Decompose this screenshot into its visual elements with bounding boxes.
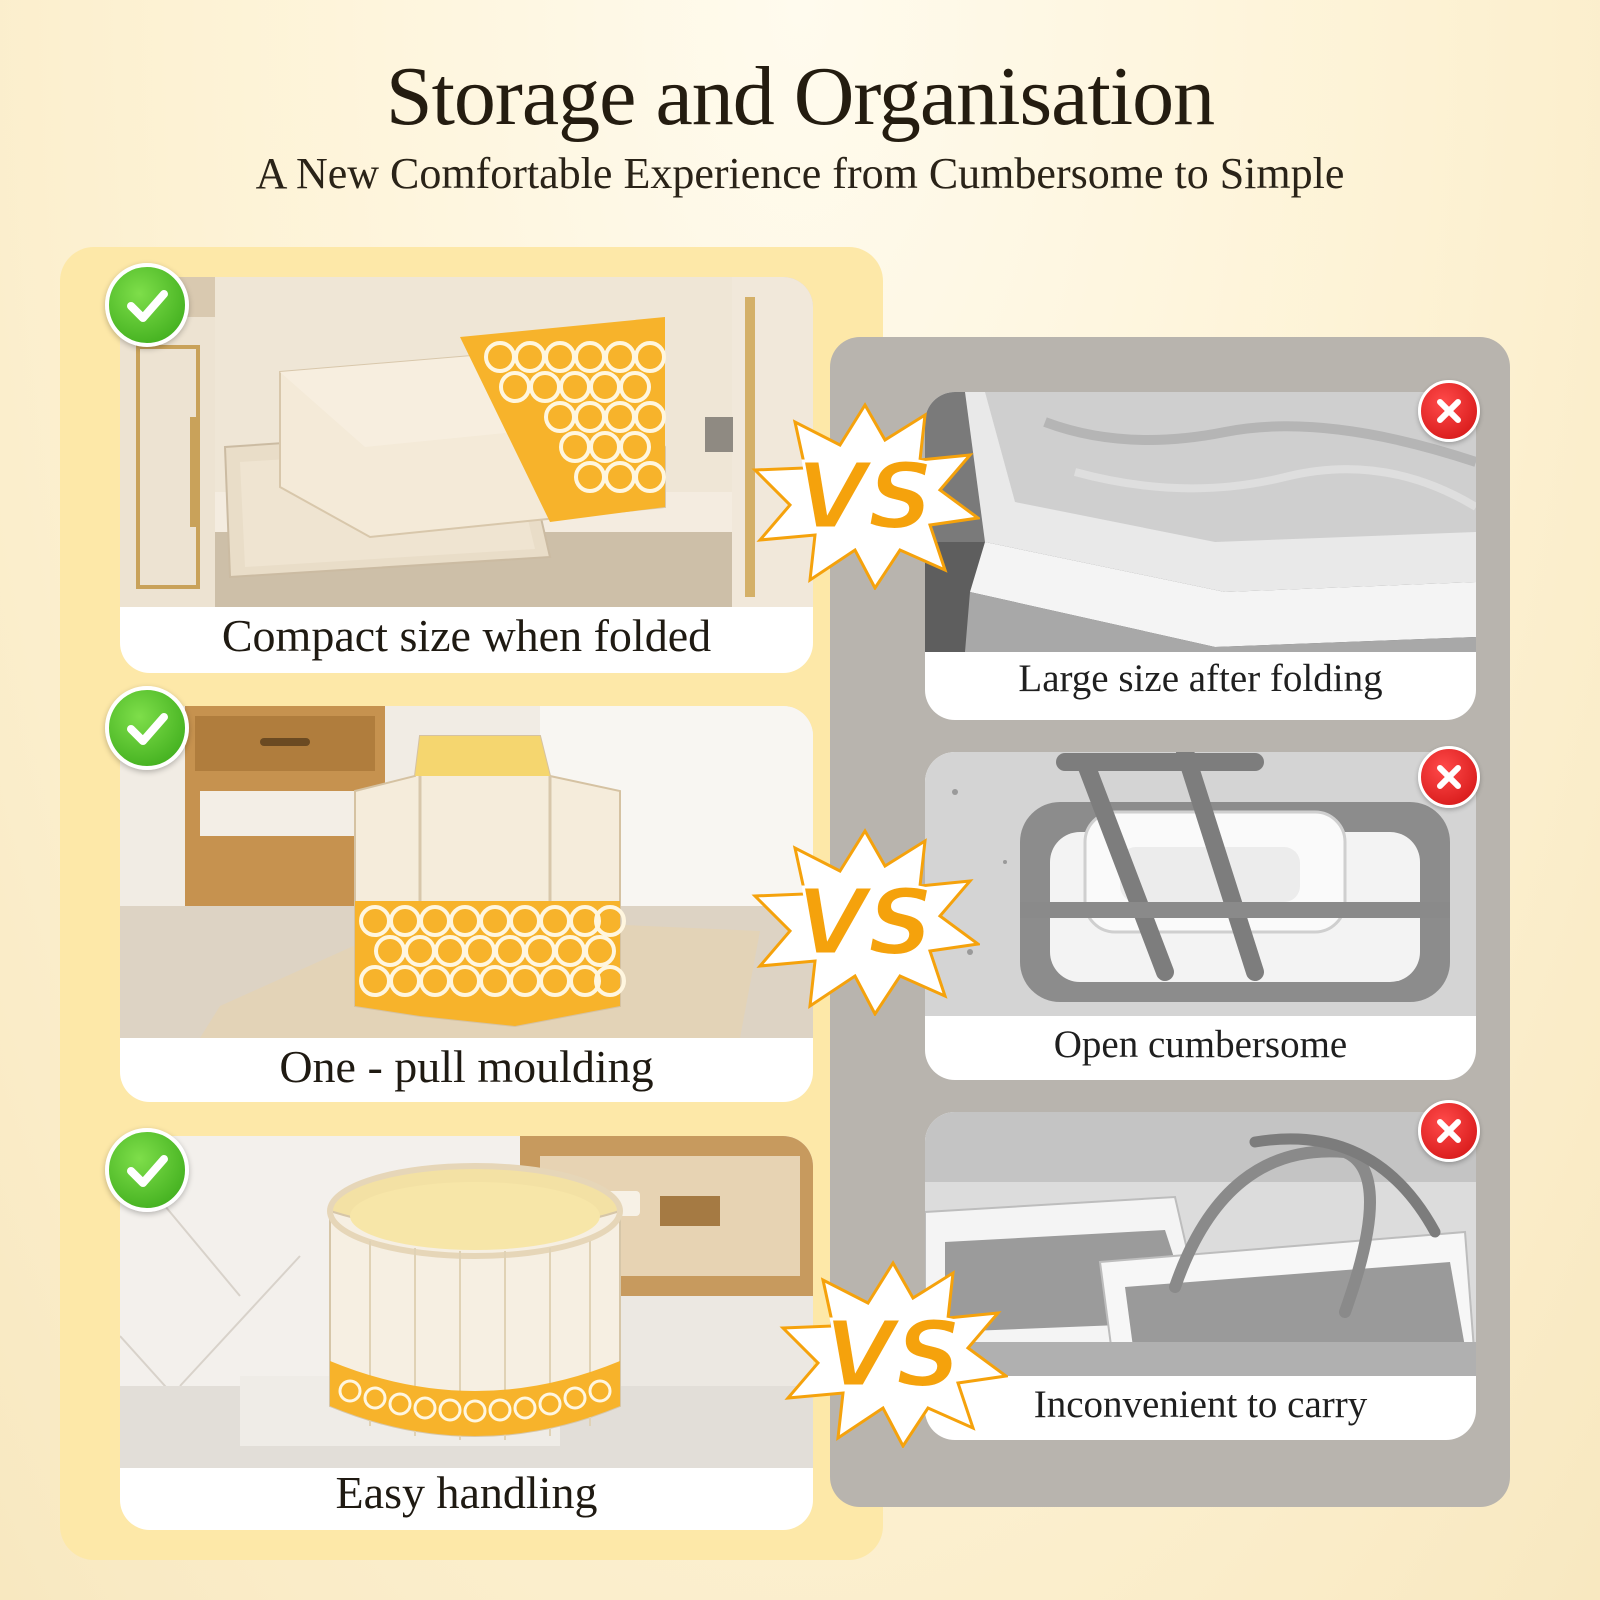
vs-text: VS — [824, 1301, 961, 1408]
folded-tub-photo — [120, 277, 813, 607]
collapsible-buckets-photo — [925, 1112, 1476, 1376]
page-subtitle: A New Comfortable Experience from Cumber… — [255, 149, 1345, 198]
good-card-moulding: One - pull moulding — [120, 706, 813, 1102]
open-tub-photo — [925, 752, 1476, 1016]
bad-caption-2: Open cumbersome — [1053, 1023, 1348, 1066]
good-caption-2: One - pull moulding — [279, 1041, 654, 1092]
good-card-handling: Easy handling — [120, 1136, 813, 1530]
check-icon — [105, 1128, 189, 1212]
bad-caption-1: Large size after folding — [1018, 657, 1383, 700]
round-tub-photo — [120, 1136, 813, 1468]
moulding-tub-photo — [120, 706, 813, 1038]
cross-icon — [1418, 380, 1480, 442]
vs-badge: VS — [779, 1260, 1008, 1448]
vs-text: VS — [796, 869, 933, 976]
cross-icon — [1418, 1100, 1480, 1162]
large-folded-tub-photo — [925, 392, 1476, 652]
vs-text: VS — [796, 443, 933, 550]
bad-card-carry: Inconvenient to carry — [925, 1112, 1476, 1440]
bad-caption-3: Inconvenient to carry — [1033, 1383, 1368, 1426]
good-caption-1: Compact size when folded — [221, 610, 712, 661]
bad-card-cumbersome: Open cumbersome — [925, 752, 1476, 1080]
check-icon — [105, 263, 189, 347]
bad-card-large: Large size after folding — [925, 392, 1476, 720]
vs-badge: VS — [751, 828, 980, 1016]
cross-icon — [1418, 746, 1480, 808]
good-caption-3: Easy handling — [335, 1467, 598, 1518]
vs-badge: VS — [751, 402, 980, 590]
page-title: Storage and Organisation — [385, 50, 1215, 143]
check-icon — [105, 686, 189, 770]
good-card-compact: Compact size when folded — [120, 277, 813, 673]
